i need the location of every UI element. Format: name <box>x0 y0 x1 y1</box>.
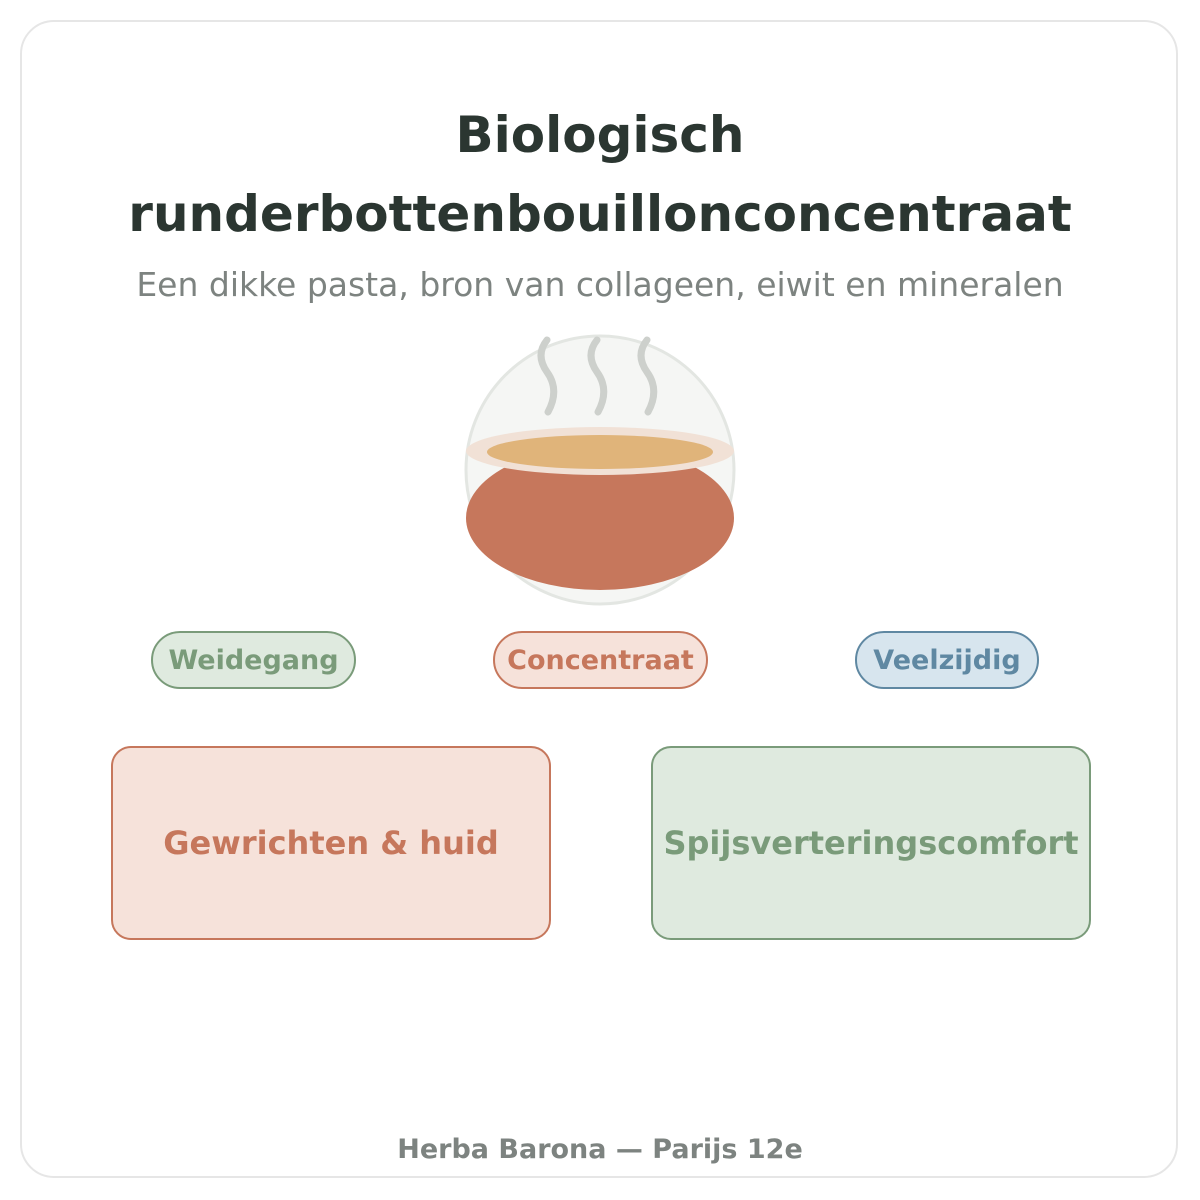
tag-label: Veelzijdig <box>873 644 1021 676</box>
tag-label: Concentraat <box>507 644 694 676</box>
benefit-card-joints-skin: Gewrichten & huid <box>111 746 551 940</box>
tag-label: Weidegang <box>168 644 339 676</box>
page-title: Biologisch runderbottenbouillonconcentra… <box>0 96 1200 254</box>
benefit-card-digestion: Spijsverteringscomfort <box>651 746 1091 940</box>
page-subtitle: Een dikke pasta, bron van collageen, eiw… <box>136 265 1064 304</box>
footer-brand: Herba Barona — Parijs 12e <box>397 1134 803 1165</box>
title-line-2: runderbottenbouillonconcentraat <box>128 185 1072 243</box>
title-line-1: Biologisch <box>455 106 745 164</box>
benefit-label: Gewrichten & huid <box>163 824 499 862</box>
tag-veelzijdig: Veelzijdig <box>855 631 1039 689</box>
tag-weidegang: Weidegang <box>151 631 356 689</box>
tag-concentraat: Concentraat <box>493 631 708 689</box>
steaming-soup-bowl-icon <box>440 325 760 615</box>
benefit-label: Spijsverteringscomfort <box>663 824 1079 862</box>
